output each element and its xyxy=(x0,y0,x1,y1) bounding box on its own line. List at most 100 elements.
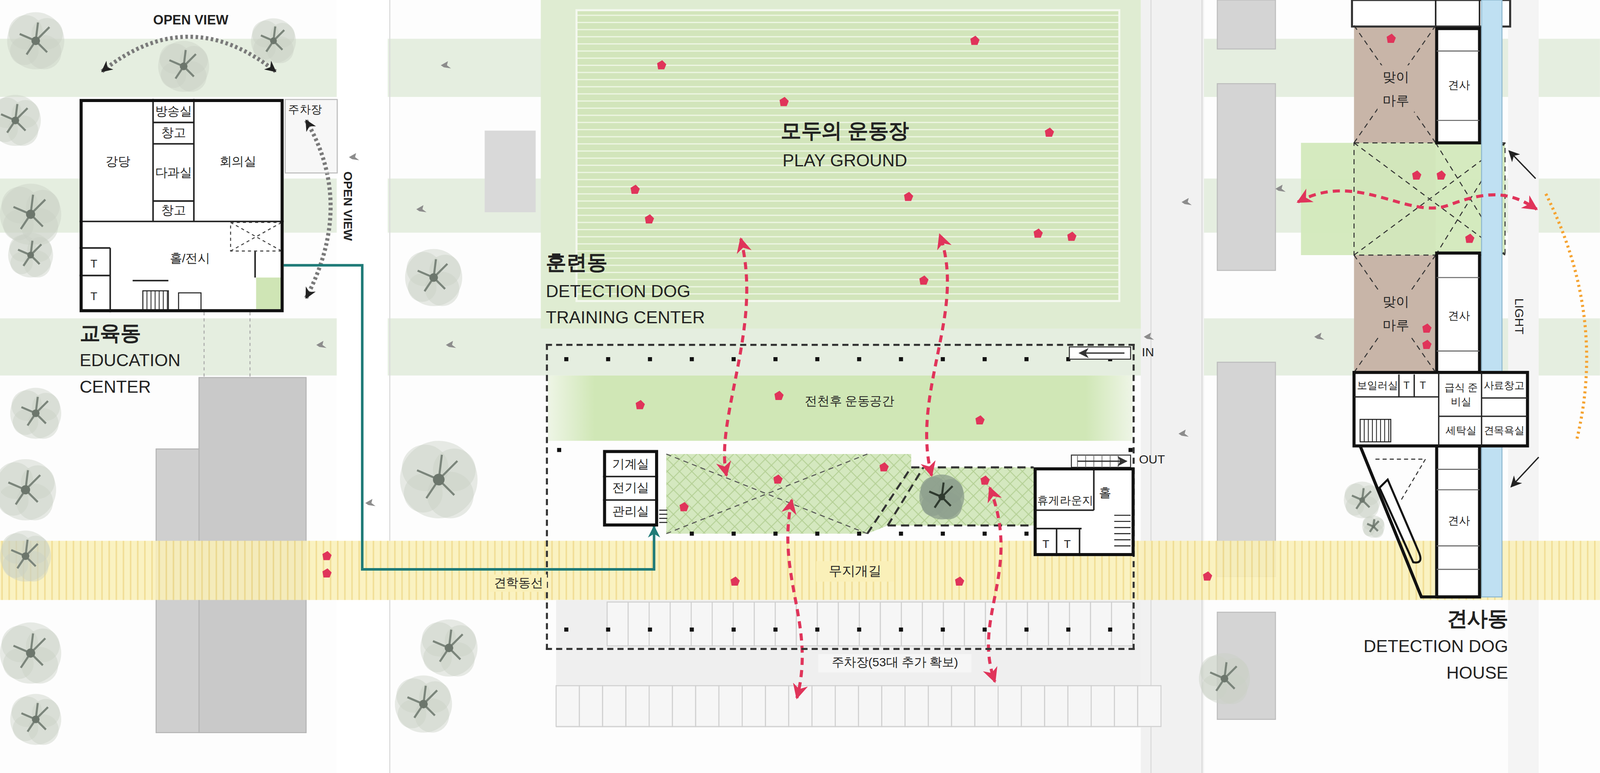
column-dot xyxy=(857,531,862,536)
stair-step xyxy=(1114,520,1131,522)
parking-stall xyxy=(1048,601,1070,646)
column-dot xyxy=(564,357,569,362)
bird-marker xyxy=(348,153,360,161)
parking-lot-fill xyxy=(284,99,338,174)
tree-trunk xyxy=(179,62,188,71)
parking-stall xyxy=(742,685,766,727)
column-dot xyxy=(857,627,862,632)
courtyard-dash xyxy=(666,454,868,534)
building-block xyxy=(1217,83,1276,271)
toilet-box: T xyxy=(85,255,103,272)
wall-line xyxy=(132,279,169,282)
wall-line xyxy=(192,99,195,222)
parking-ground xyxy=(556,599,1141,728)
stair-step xyxy=(1368,419,1369,442)
courtyard xyxy=(666,454,1034,534)
column-dot xyxy=(647,357,653,362)
road-line xyxy=(1150,0,1152,773)
tree-trunk xyxy=(27,251,35,259)
kennel-divider xyxy=(1436,350,1480,352)
building-box: 교육동EDUCATION CENTER방송실창고다과실창고강당회의실홀/전시TT xyxy=(79,99,284,313)
stair-step xyxy=(658,509,668,511)
bird-marker xyxy=(365,499,376,507)
parking-stall xyxy=(672,685,696,727)
stair-step xyxy=(158,290,160,312)
building-block xyxy=(484,130,536,213)
room-label: 강당 xyxy=(82,102,154,222)
wall-line xyxy=(1413,374,1415,397)
room-box: 창고 xyxy=(153,123,193,143)
parking-stall xyxy=(579,685,603,727)
tree-canopy xyxy=(1343,481,1381,519)
dog-marker xyxy=(975,415,985,425)
room-label: T xyxy=(1416,376,1430,395)
tree-canopy xyxy=(0,622,62,684)
stair xyxy=(142,290,169,312)
stair-step xyxy=(1388,419,1390,442)
link-dash xyxy=(203,312,205,378)
parking-stall xyxy=(881,685,906,727)
stair-step xyxy=(154,290,156,312)
void-cross xyxy=(230,222,282,252)
parking-area: 주차장(53대 추가 확보) xyxy=(556,599,1141,728)
toilet-box: T xyxy=(85,287,103,304)
plan-label: OPEN VIEW xyxy=(150,12,231,29)
parking-stall xyxy=(607,601,629,646)
dog-house-building: 견사동DETECTION DOG HOUSE맞이 마루견사맞이 마루견사보일러실… xyxy=(1352,0,1528,600)
column-dot xyxy=(815,357,820,362)
stair-step xyxy=(1376,419,1378,442)
plan-label: IN xyxy=(1136,344,1159,361)
column-dot xyxy=(982,357,987,362)
building-block xyxy=(1217,0,1276,49)
stair-step xyxy=(150,290,152,312)
column-dot xyxy=(940,531,945,536)
tree-canopy xyxy=(394,675,452,733)
room-label: 견목욕실 xyxy=(1482,420,1526,442)
tree-canopy xyxy=(0,459,57,521)
room-label: DETECTION DOG HOUSE xyxy=(1316,632,1508,689)
parking-stall xyxy=(817,601,839,646)
room-label: 세탁실 xyxy=(1440,420,1482,442)
movement-arrow xyxy=(724,238,747,476)
column-dot xyxy=(731,531,736,536)
exercise-band xyxy=(547,375,1133,441)
rainbow-path: 무지개길 xyxy=(0,540,1600,600)
parking-stall xyxy=(1090,601,1112,646)
tree-canopy xyxy=(919,474,965,520)
dog-marker xyxy=(1422,323,1432,333)
building-fill xyxy=(79,99,284,313)
lounge-box: 휴게라운지홀TT xyxy=(1033,467,1135,557)
dog-marker xyxy=(630,184,640,194)
parking-stall xyxy=(691,601,713,646)
column-dot xyxy=(982,627,987,632)
parking-stall xyxy=(1027,601,1049,646)
dog-marker xyxy=(879,462,889,472)
parking-stall xyxy=(754,601,776,646)
tree-trunk xyxy=(429,273,439,282)
tree-trunk xyxy=(419,699,428,709)
tree-trunk xyxy=(26,209,36,219)
edge-label: 견학동선 xyxy=(489,574,547,592)
room-label: 견사 xyxy=(1440,306,1478,325)
road xyxy=(1140,0,1205,773)
tree-trunk xyxy=(1220,674,1229,683)
wall-line xyxy=(1438,415,1528,417)
parking-stall xyxy=(974,685,999,727)
column-dot xyxy=(1024,531,1029,536)
column-dot xyxy=(1128,448,1133,453)
tree-canopy xyxy=(1199,652,1251,704)
courtyard-dash xyxy=(666,454,868,534)
column-dot xyxy=(689,627,695,632)
wall-line xyxy=(1353,396,1439,398)
room-label: T xyxy=(1036,534,1056,554)
dog-marker xyxy=(1422,339,1432,349)
wall-line xyxy=(1434,0,1437,27)
entry-arrow xyxy=(1079,352,1125,354)
parking-stall xyxy=(733,601,755,646)
parking-stall xyxy=(718,685,743,727)
parking-box: 주차장 xyxy=(284,99,338,174)
ramp-wall xyxy=(1360,445,1480,597)
room-label: 기계실 xyxy=(606,453,656,477)
training-center-boundary: 훈련동DETECTION DOG TRAINING CENTER전천후 운동공간… xyxy=(545,343,1135,650)
